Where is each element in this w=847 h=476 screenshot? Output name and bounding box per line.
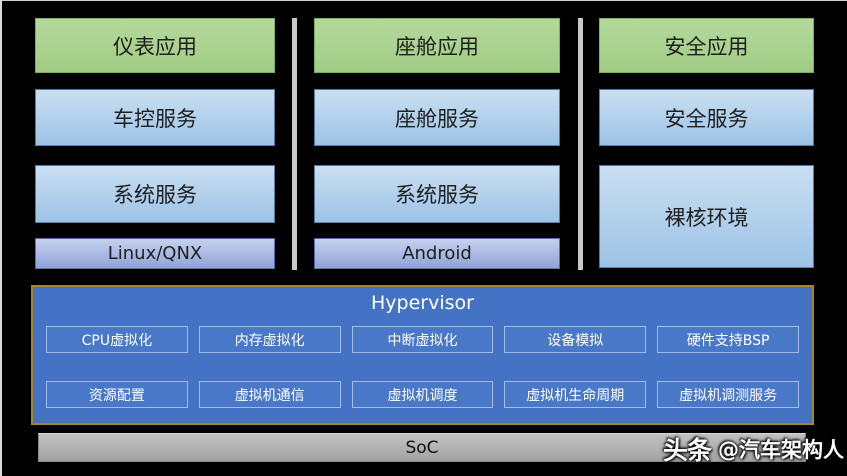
column-divider-2 (578, 18, 583, 270)
system-service-box-col2: 系统服务 (314, 165, 560, 223)
app-box-instrument: 仪表应用 (35, 18, 275, 73)
bare-metal-environment-box: 裸核环境 (599, 165, 814, 268)
service-box-vehicle-control: 车控服务 (35, 89, 275, 146)
hypervisor-title: Hypervisor (371, 292, 474, 314)
module-hardware-support-bsp: 硬件支持BSP (657, 326, 799, 353)
toutiao-watermark: 头条 @汽车架构人 (663, 432, 844, 466)
app-box-cockpit: 座舱应用 (314, 18, 560, 73)
module-vm-lifecycle: 虚拟机生命周期 (504, 381, 647, 408)
module-vm-communication: 虚拟机通信 (198, 381, 341, 408)
hypervisor-modules-row-1: CPU虚拟化 内存虚拟化 中断虚拟化 设备模拟 硬件支持BSP (33, 326, 812, 353)
module-device-emulation: 设备模拟 (504, 326, 647, 353)
service-box-cockpit: 座舱服务 (314, 89, 560, 146)
module-cpu-virtualization: CPU虚拟化 (46, 326, 188, 353)
watermark-handle: @汽车架构人 (718, 438, 844, 462)
os-box-android: Android (314, 238, 560, 269)
app-box-safety: 安全应用 (599, 18, 814, 73)
service-box-safety: 安全服务 (599, 89, 814, 146)
module-vm-debug-service: 虚拟机调测服务 (657, 381, 799, 408)
hypervisor-modules-row-2: 资源配置 虚拟机通信 虚拟机调度 虚拟机生命周期 虚拟机调测服务 (33, 381, 812, 408)
module-interrupt-virtualization: 中断虚拟化 (351, 326, 494, 353)
module-memory-virtualization: 内存虚拟化 (198, 326, 341, 353)
soc-bar: SoC (38, 433, 806, 462)
toutiao-logo: 头条 (662, 436, 712, 465)
soc-label: SoC (405, 437, 439, 458)
module-vm-scheduling: 虚拟机调度 (351, 381, 494, 408)
module-resource-config: 资源配置 (46, 381, 188, 408)
column-divider-1 (292, 18, 297, 270)
system-service-box-col1: 系统服务 (35, 165, 275, 223)
os-box-linux-qnx: Linux/QNX (35, 238, 275, 269)
hypervisor-block: Hypervisor CPU虚拟化 内存虚拟化 中断虚拟化 设备模拟 硬件支持B… (31, 285, 814, 425)
